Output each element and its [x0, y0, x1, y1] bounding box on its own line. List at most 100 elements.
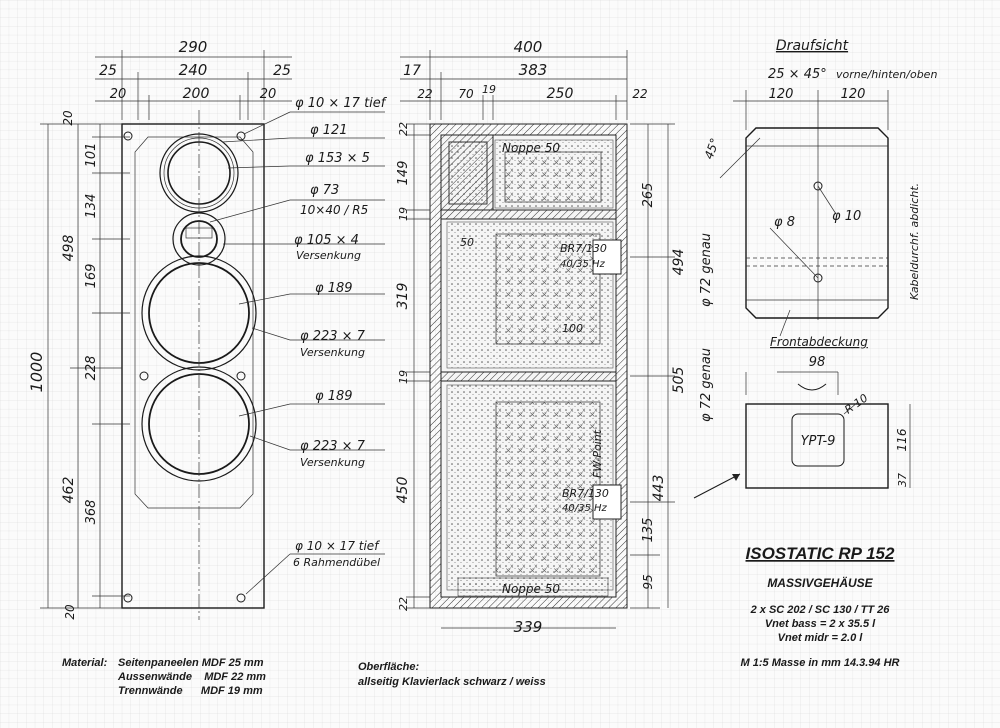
damping-foam: [495, 401, 601, 577]
title-block: ISOSTATIC RP 152 MASSIVGEHÄUSE 2 x SC 20…: [741, 544, 900, 669]
front-note: Frontabdeckung: [770, 335, 868, 349]
material-line: Aussenwände MDF 22 mm: [117, 671, 266, 683]
dim-text: 319: [395, 283, 411, 310]
part-label: 40/35 Hz: [560, 259, 606, 270]
dim-text: 98: [809, 355, 826, 370]
part-label: FW-Point: [591, 429, 604, 478]
part-label: BR7/130: [562, 487, 609, 500]
dim-text: 37: [896, 473, 909, 487]
dim-text: 120: [769, 87, 794, 102]
arc-mark: [797, 383, 827, 391]
divider-wall: [440, 371, 617, 382]
hole-large: [813, 181, 823, 191]
title: ISOSTATIC RP 152: [746, 544, 895, 563]
dim-text: φ 72 genau: [699, 348, 714, 422]
angle-text: 45°: [702, 136, 722, 161]
part-label: Noppe 50: [502, 141, 560, 155]
callout-text: φ 223 × 7: [300, 439, 366, 454]
view-title: Draufsicht: [776, 38, 849, 54]
damping-foam: [504, 151, 602, 203]
part-label: 50: [460, 236, 474, 249]
dim-text: 250: [547, 86, 574, 102]
callout-text: φ 10 × 17 tief: [295, 96, 388, 111]
dim-text: 20: [61, 110, 75, 126]
callout-text: φ 105 × 4: [294, 233, 359, 248]
midrange-chamber-fill: [448, 141, 488, 205]
dim-text: 228: [84, 356, 99, 381]
dim-text: 290: [179, 38, 208, 56]
callout-text: φ 223 × 7: [300, 329, 366, 344]
angle-line: [719, 137, 761, 179]
dim-text: 20: [63, 604, 77, 620]
material-line: Seitenpaneelen MDF 25 mm: [118, 657, 264, 669]
callout-text: φ 73: [310, 183, 339, 198]
dim-text: 22: [397, 597, 410, 611]
top-view: Draufsicht 25 × 45° vorne/hinten/oben 12…: [702, 38, 938, 349]
leader: [817, 185, 837, 215]
part-label: BR7/130: [560, 242, 607, 255]
dowel-hole: [236, 371, 246, 381]
callout-text: φ 10 × 17 tief: [295, 539, 380, 553]
hole-large-label: φ 10: [832, 209, 861, 224]
dim-text: 70: [458, 87, 474, 101]
ypt-cutout: [791, 413, 845, 467]
detail-outline: [745, 403, 889, 489]
dowel-hole: [236, 593, 246, 603]
dim-text: 19: [397, 370, 410, 384]
dim-text: 95: [641, 574, 655, 589]
dim-text: 149: [396, 161, 411, 186]
dim-text: 339: [514, 618, 543, 636]
callout-text: Versenkung: [296, 249, 361, 262]
callout-text: Versenkung: [300, 346, 365, 359]
dim-text: 462: [61, 477, 77, 504]
arrow: [693, 473, 741, 499]
dim-text: 22: [417, 87, 432, 101]
dim-text: 505: [671, 367, 687, 394]
dim-text: 1000: [27, 352, 46, 393]
dim-text: 498: [61, 235, 77, 262]
callout-text: 10×40 / R5: [300, 203, 368, 217]
port-tube: [592, 239, 622, 275]
section-view: 400 17 383 22 70 19 250 22 22 149 19 319…: [395, 38, 714, 636]
scale-line: M 1:5 Masse in mm 14.3.94 HR: [741, 657, 900, 669]
footer: Material: Seitenpaneelen MDF 25 mm Ausse…: [62, 657, 546, 697]
dim-text: 400: [514, 38, 543, 56]
dim-text: 17: [403, 63, 421, 79]
callout-text: φ 189: [315, 389, 353, 404]
leader: [843, 401, 859, 415]
dim-text: 200: [183, 86, 210, 102]
dim-text: 25: [99, 63, 117, 79]
chamfer-text: 25 × 45°: [768, 67, 827, 82]
dim-text: 265: [641, 183, 656, 208]
dim-text: 22: [397, 122, 410, 136]
ypt-label: YPT-9: [801, 434, 836, 449]
callout-text: 6 Rahmendübel: [293, 556, 380, 569]
spec-line: Vnet bass = 2 x 35.5 l: [765, 618, 876, 630]
material-line: Trennwände MDF 19 mm: [118, 685, 263, 697]
dim-text: 19: [397, 207, 410, 221]
surface-text: allseitig Klavierlack schwarz / weiss: [358, 676, 546, 688]
top-view-outline: [745, 127, 889, 319]
dim-text: 240: [179, 61, 208, 79]
arrow-head: [732, 474, 740, 481]
front-panel-outline: [121, 123, 265, 609]
side-note: Kabeldurchf. abdicht.: [908, 183, 921, 300]
dim-text: 20: [110, 87, 127, 102]
leader: [779, 309, 791, 337]
detail-view: 98 YPT-9 R 10 116 37: [693, 355, 911, 499]
dim-text: 494: [671, 249, 687, 276]
noppe-layer: [457, 577, 609, 597]
dim-text: φ 72 genau: [699, 233, 714, 307]
dim-text: 450: [395, 477, 411, 504]
chamfer-note: vorne/hinten/oben: [836, 68, 937, 81]
leader: [769, 227, 819, 279]
material-label: Material:: [62, 657, 108, 669]
port-tube: [592, 484, 622, 520]
dim-text: 120: [841, 87, 866, 102]
dowel-hole: [123, 593, 133, 603]
hole-small-label: φ 8: [774, 215, 795, 230]
dowel-hole: [139, 371, 149, 381]
part-label: 100: [562, 322, 583, 335]
